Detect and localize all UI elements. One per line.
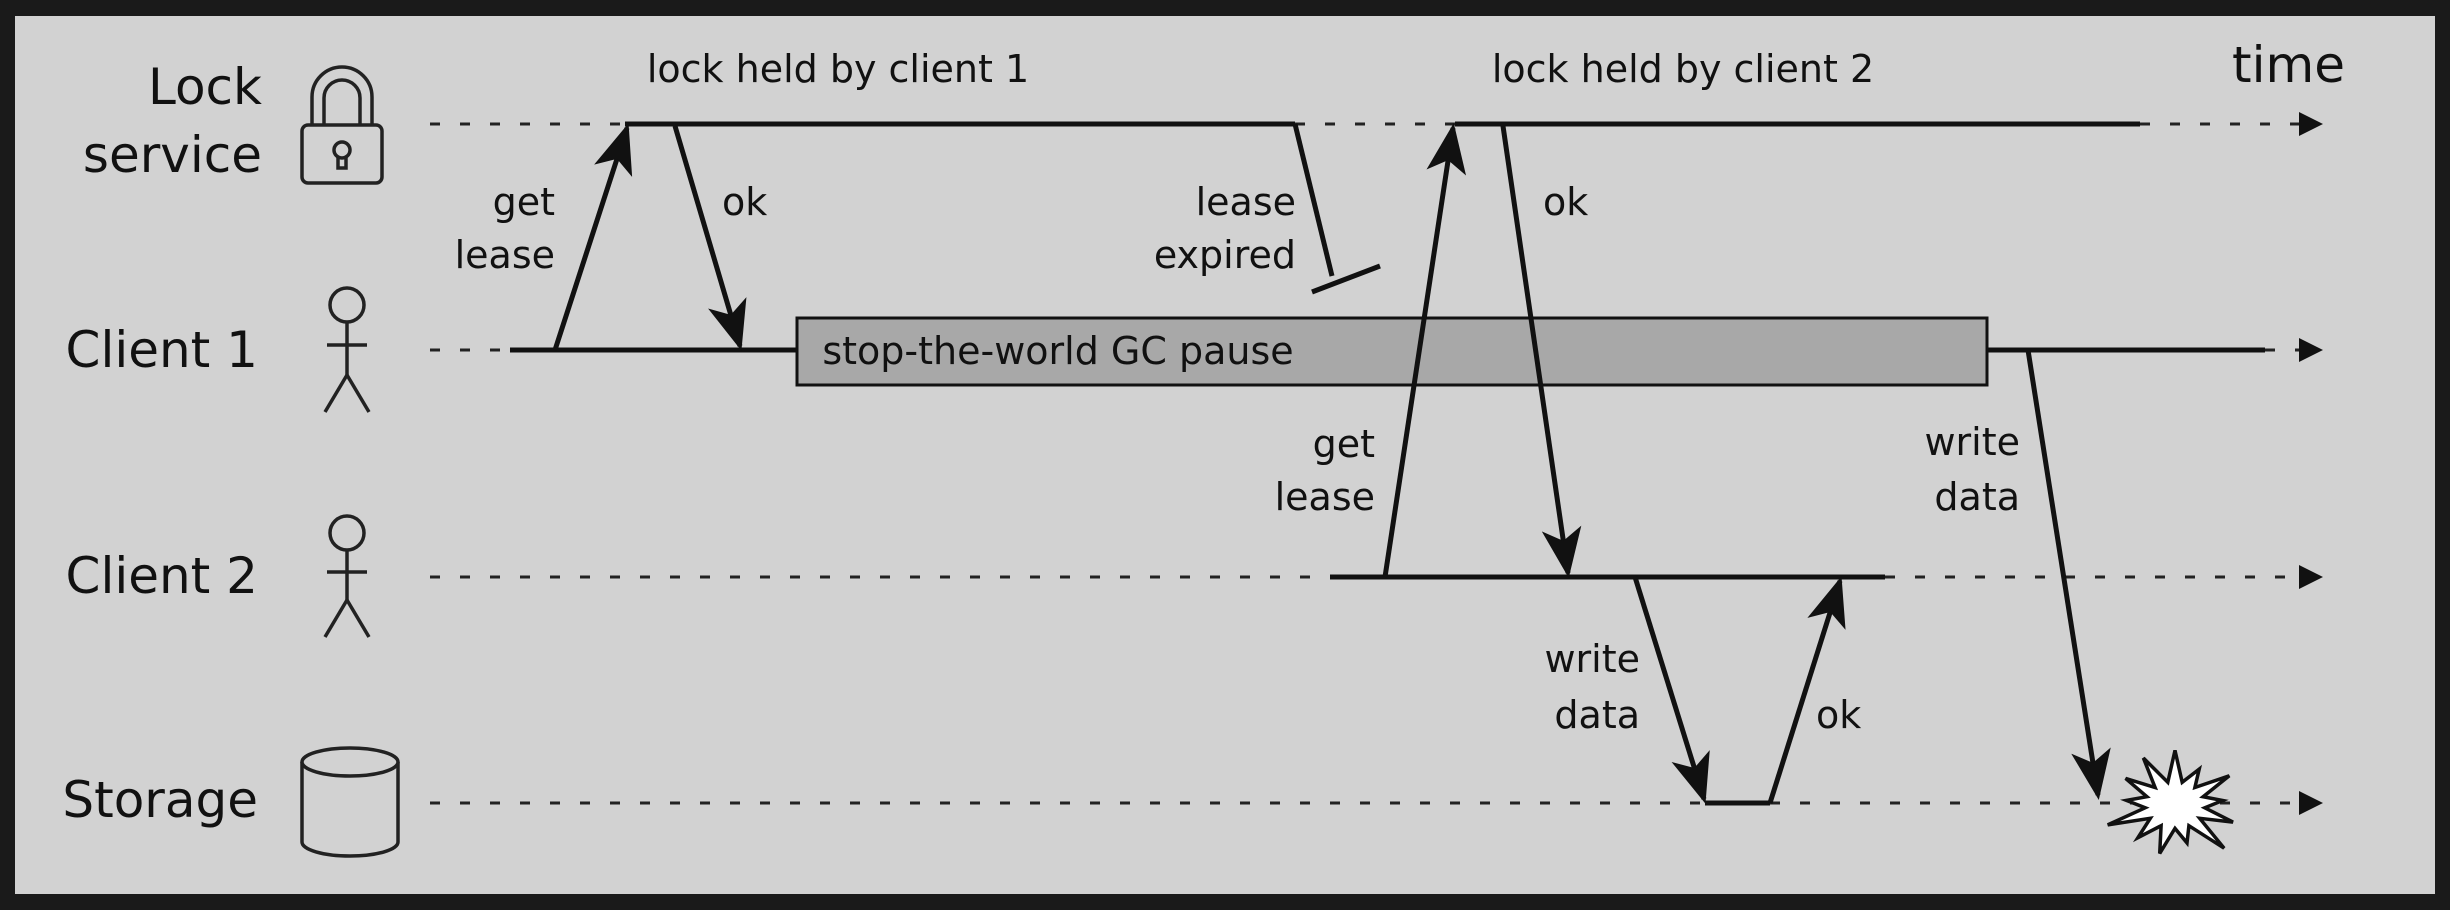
conflict-burst-icon (2106, 750, 2234, 855)
time-label: time (2232, 36, 2345, 94)
client1-write-data-label-line2: data (1934, 475, 2020, 519)
client2-get-lease-arrow (1382, 123, 1467, 578)
client1-write-data-arrow (2025, 349, 2111, 800)
lane-label-storage: Storage (62, 771, 258, 829)
gc-pause-bar (795, 316, 1989, 387)
client1-get-lease-label-line1: get (493, 180, 555, 224)
client2-write-data-arrow (1632, 576, 1710, 804)
client1-get-lease-label-line2: lease (455, 233, 555, 277)
lock-held-by-client1-label: lock held by client 1 (647, 47, 1029, 91)
person-icon (323, 286, 371, 413)
client1-ok-arrow (672, 125, 747, 351)
database-icon (300, 746, 400, 858)
storage-ok-label: ok (1816, 693, 1861, 737)
diagram-panel (15, 16, 2435, 894)
client2-get-lease-label-line1: get (1313, 422, 1375, 466)
lease-expired-label-line2: expired (1154, 233, 1296, 277)
lane-label-client2: Client 2 (66, 547, 258, 605)
client1-ok-label: ok (722, 180, 767, 224)
gc-pause-label: stop-the-world GC pause (822, 329, 1293, 373)
lease-expired-line (1292, 123, 1335, 277)
client2-get-lease-label-line2: lease (1275, 475, 1375, 519)
client2-write-data-label-line1: write (1544, 637, 1640, 681)
client2-ok-label: ok (1543, 180, 1588, 224)
lane-label-lock-line2: service (83, 126, 262, 184)
lease-expired-label-line1: lease (1196, 180, 1296, 224)
lock-held-by-client2-label: lock held by client 2 (1492, 47, 1874, 91)
client1-get-lease-arrow (552, 123, 633, 351)
client1-write-data-label-line1: write (1924, 420, 2020, 464)
client2-ok-arrow (1500, 125, 1582, 578)
lane-label-client1: Client 1 (66, 321, 258, 379)
lease-expired-cross (1311, 263, 1381, 295)
lock-icon (300, 65, 384, 185)
storage-ok-arrow (1767, 576, 1846, 804)
lane-label-lock-line1: Lock (148, 58, 262, 116)
client2-write-data-label-line2: data (1554, 693, 1640, 737)
person-icon (323, 514, 371, 638)
